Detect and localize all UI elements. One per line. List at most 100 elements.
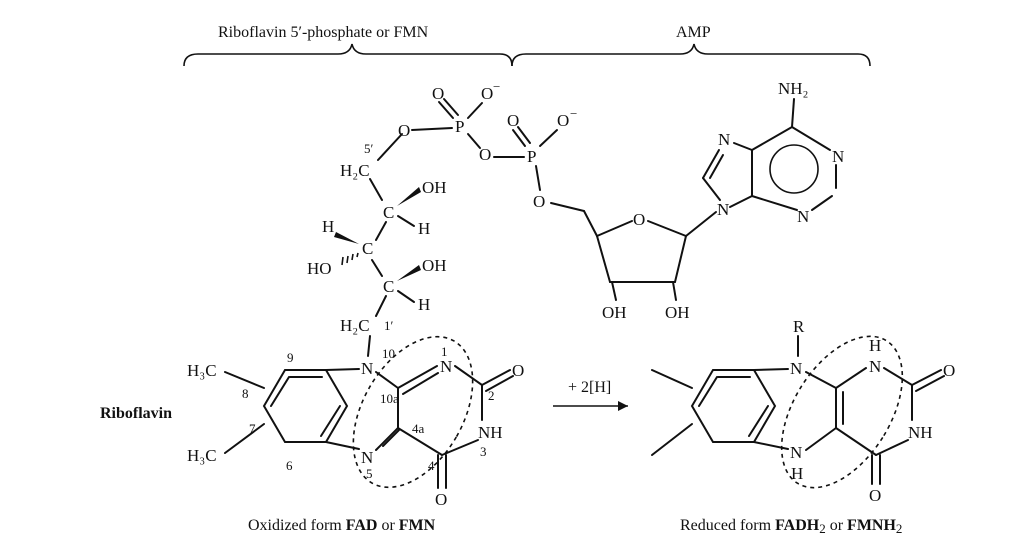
- red-benzene-double3: [698, 376, 718, 407]
- adenine-c2-n3: [811, 195, 833, 211]
- reaction-arrow-head: [618, 401, 628, 411]
- ribitol-c4-oh: OH: [422, 178, 447, 197]
- red-n3-c4: [875, 439, 909, 456]
- adenine-n3-c4: [751, 195, 798, 211]
- ribose-c4-c3: [596, 235, 611, 283]
- ox-c2-o-double: [485, 375, 514, 392]
- c1prime-number: 1′: [384, 318, 394, 333]
- red-c2-o: [911, 369, 942, 386]
- red-o2: O: [943, 361, 955, 380]
- p2-o-double-a: [512, 129, 526, 147]
- red-n1-h: H: [869, 336, 881, 355]
- ester-ch2-bond: [550, 202, 585, 212]
- ox-num-5: 5: [366, 466, 373, 481]
- adenine-nh2-bond: [791, 98, 795, 128]
- ox-num-3: 3: [480, 444, 487, 459]
- phosphate2-p: P: [527, 147, 536, 166]
- red-c4-c4a: [835, 427, 877, 456]
- ox-n5: N: [361, 448, 373, 467]
- red-nh3: NH: [908, 423, 933, 442]
- red-c10a-n1: [835, 367, 867, 389]
- adenine-c8-n7: [702, 149, 720, 179]
- ribitol-c2-oh: OH: [422, 256, 447, 275]
- red-n10: N: [790, 359, 802, 378]
- p1-ominus-bond: [467, 102, 483, 119]
- ox-h3c-top: H₃C: [187, 361, 217, 380]
- ox-n5-c4a: [375, 427, 399, 451]
- ribose-c2-oh-bond: [672, 281, 677, 301]
- ox-h3c-bottom: H₃C: [187, 446, 217, 465]
- red-n5-h: H: [791, 464, 803, 483]
- ox-num-9: 9: [287, 350, 294, 365]
- c4-h-bond: [397, 215, 415, 227]
- ribitol-c4-h: H: [418, 219, 430, 238]
- fmn-brace: [183, 43, 513, 67]
- phosphate2-minus: −: [570, 106, 577, 121]
- ox-c9a-n10: [325, 368, 360, 371]
- ribitol-h2c-bottom: H₂C: [340, 316, 370, 335]
- red-c5a-n5: [753, 441, 789, 450]
- ribitol-c3-h: H: [322, 217, 334, 236]
- phosphate1-minus: −: [493, 79, 500, 94]
- c3-hash-ho: [341, 252, 359, 266]
- ox-num-8: 8: [242, 386, 249, 401]
- ribose-c3-oh: OH: [602, 303, 627, 322]
- adenine-n7: N: [718, 130, 730, 149]
- ribitol-c3: C: [362, 239, 373, 258]
- ox-num-10: 10: [382, 346, 395, 361]
- red-n1-c2: [883, 367, 913, 386]
- amp-bracket-label: AMP: [676, 24, 711, 41]
- ribitol-c4: C: [383, 203, 394, 222]
- ribose-o-c1: [647, 220, 687, 237]
- ox-num-4a: 4a: [412, 421, 425, 436]
- ribose-o: O: [633, 210, 645, 229]
- phosphate1-o-bridge: O: [479, 145, 491, 164]
- ox-num-6: 6: [286, 458, 293, 473]
- reaction-label: + 2[H]: [568, 379, 611, 396]
- adenine-c5-c6: [751, 126, 793, 151]
- ribose-c3-oh-bond: [611, 281, 617, 301]
- phosphate1-o-minus: O: [481, 84, 493, 103]
- red-methyl-top: [651, 369, 693, 389]
- red-r: R: [793, 317, 805, 336]
- ox-c10a-n1-double: [402, 372, 439, 395]
- glycosidic-bond: [685, 211, 717, 237]
- ribitol-c2-h: H: [418, 295, 430, 314]
- c4-wedge-oh: [397, 187, 421, 206]
- ox-c2-o: [481, 369, 511, 386]
- p1-o-left-bond: [411, 127, 453, 131]
- ox-n1: N: [440, 357, 452, 376]
- adenine-n1: N: [832, 147, 844, 166]
- adenine-n3: N: [797, 207, 809, 226]
- ox-num-2: 2: [488, 388, 495, 403]
- phosphate2-o-minus: O: [557, 111, 569, 130]
- red-n5: N: [790, 443, 802, 462]
- ox-o2: O: [512, 361, 524, 380]
- red-benzene-ring: [690, 369, 777, 443]
- ox-n1-c2: [454, 365, 483, 386]
- riboflavin-label: Riboflavin: [100, 405, 172, 422]
- ox-methyl-top-bond: [224, 371, 265, 389]
- p1-o-double-a: [438, 101, 454, 119]
- fmn-bracket-label: Riboflavin 5′-phosphate or FMN: [218, 24, 429, 41]
- adenine-n9-c4: [729, 195, 753, 208]
- adenine-c6-n1: [791, 126, 831, 151]
- ribose-c2-oh: OH: [665, 303, 690, 322]
- adenine-c8-n7-double: [709, 154, 724, 179]
- c3-wedge-h: [334, 232, 359, 244]
- c2-c1-bond: [375, 295, 387, 317]
- red-o4: O: [869, 486, 881, 505]
- adenine-aromatic-circle: [769, 144, 819, 194]
- reduced-form-caption: Reduced form FADH2 or FMNH2: [680, 517, 902, 536]
- c3-c2-bond: [371, 259, 383, 277]
- ox-c4-c4a: [397, 427, 443, 456]
- c2-h-bond: [397, 290, 415, 303]
- p2-o-double-b: [517, 126, 531, 144]
- red-c9a-n10: [753, 368, 789, 371]
- ox-num-7: 7: [249, 421, 256, 436]
- ribose-c4-o: [596, 220, 633, 237]
- ribose-c1-c2: [674, 235, 687, 283]
- red-reactive-site-highlight: [780, 335, 904, 489]
- red-n10-c10a: [805, 371, 837, 389]
